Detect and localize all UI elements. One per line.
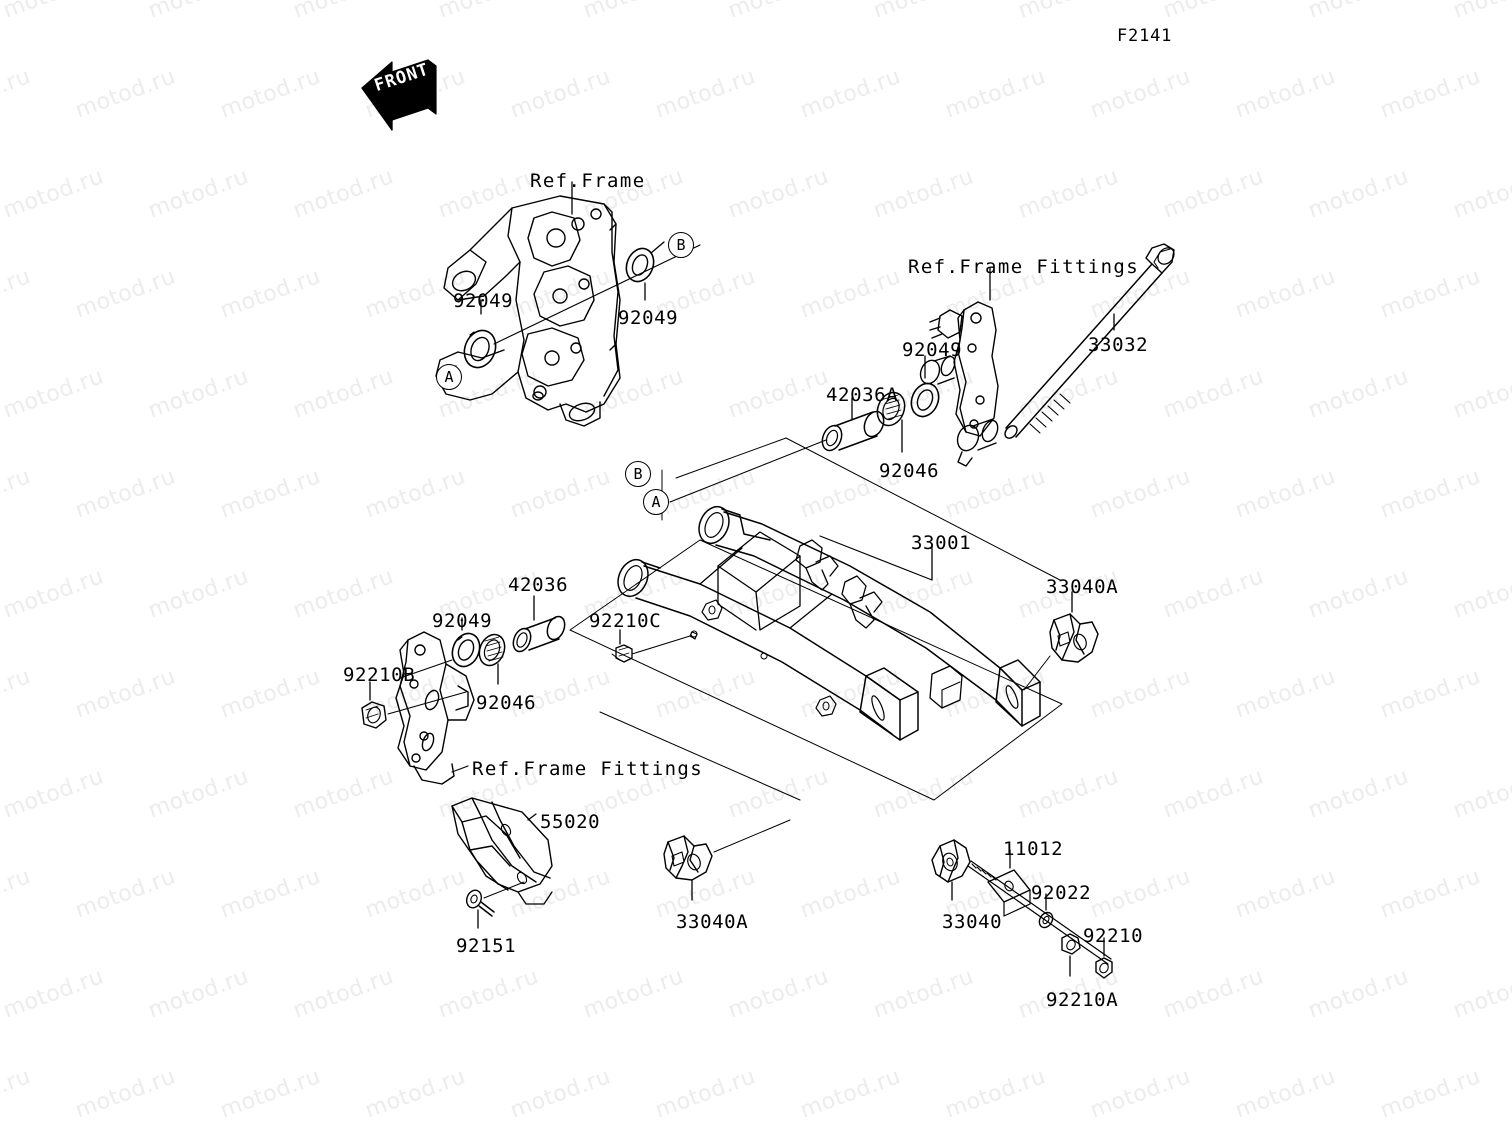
callout-B-swingarm: B (625, 461, 651, 487)
part-92046-upper: 92046 (879, 460, 940, 482)
part-33001: 33001 (911, 532, 972, 554)
callout-A-swingarm: A (643, 489, 669, 515)
diagram-code: F2141 (1117, 26, 1173, 46)
callout-A-upper: A (436, 364, 462, 390)
part-92049-b: 92049 (618, 307, 679, 329)
ref-frame: Ref.Frame (530, 170, 646, 192)
part-92210B: 92210B (343, 664, 416, 686)
part-42036: 42036 (508, 574, 569, 596)
part-92046-left: 92046 (476, 692, 537, 714)
part-55020: 55020 (540, 811, 601, 833)
part-33032: 33032 (1088, 334, 1149, 356)
part-92049-left: 92049 (432, 610, 493, 632)
front-arrow-label: FRONT (372, 59, 432, 97)
part-33040A-right: 33040A (1046, 576, 1119, 598)
part-92210: 92210 (1083, 925, 1144, 947)
part-92022: 92022 (1031, 882, 1092, 904)
part-92049-right: 92049 (902, 339, 963, 361)
part-92151: 92151 (456, 935, 517, 957)
part-92210A: 92210A (1046, 989, 1119, 1011)
ref-frame-fittings-left: Ref.Frame Fittings (472, 758, 704, 780)
part-33040A-lower: 33040A (676, 911, 749, 933)
ref-frame-fittings-right: Ref.Frame Fittings (908, 256, 1140, 278)
callout-B-upper: B (668, 232, 694, 258)
part-42036A: 42036A (826, 384, 899, 406)
part-92210C: 92210C (589, 610, 662, 632)
part-33040: 33040 (942, 911, 1003, 933)
part-11012: 11012 (1003, 838, 1064, 860)
part-92049-a: 92049 (453, 290, 514, 312)
